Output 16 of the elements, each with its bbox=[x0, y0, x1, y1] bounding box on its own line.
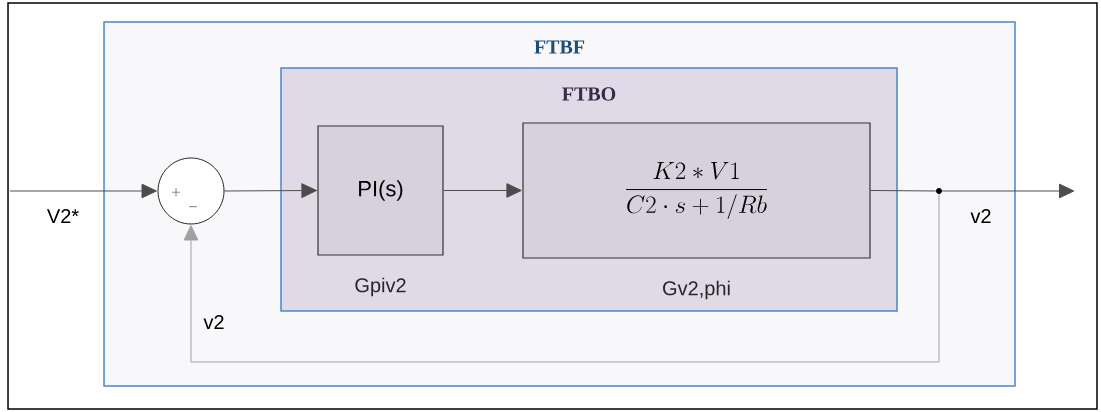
signal-label: v2 bbox=[970, 209, 991, 223]
arrow bbox=[9, 183, 157, 199]
signal-label: v2 bbox=[203, 315, 224, 329]
arrow bbox=[224, 183, 317, 198]
sign: + bbox=[172, 188, 180, 197]
box-title: FTBO bbox=[562, 87, 616, 101]
block-box: PI(s) bbox=[317, 125, 444, 256]
signal-label: V2* bbox=[47, 209, 79, 223]
block-box: $\frac{K2 \ast V1}{C2 \cdot s + 1/Rb}$ bbox=[522, 122, 871, 259]
arrow bbox=[443, 183, 522, 198]
block-name: Gpiv2 bbox=[355, 277, 406, 297]
box-title: FTBF bbox=[534, 40, 585, 54]
arrow bbox=[183, 193, 940, 363]
sign: − bbox=[189, 206, 197, 208]
block-name: Gv2,phi bbox=[663, 280, 730, 300]
arrow bbox=[941, 183, 1075, 199]
